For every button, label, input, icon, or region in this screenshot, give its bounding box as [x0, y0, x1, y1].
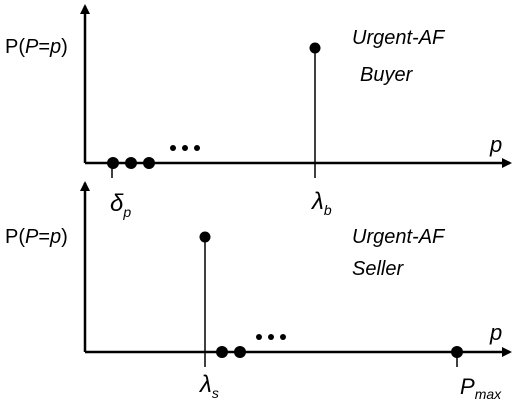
bottom-y-label: P(P=p) [5, 226, 68, 248]
top-y-label: P(P=p) [5, 36, 68, 58]
bottom-ellipsis-dot [256, 334, 262, 340]
top-tick-label-delta: δp [110, 190, 131, 220]
top-stem-point [309, 42, 321, 54]
bottom-title-line1: Urgent-AF [352, 226, 446, 248]
bottom-axis-point [216, 346, 228, 358]
top-ellipsis-dot [170, 145, 176, 151]
top-axis-point [125, 157, 137, 169]
top-x-label: p [489, 132, 502, 157]
bottom-ellipsis-dot [268, 334, 274, 340]
bottom-panel: P(P=p) p Urgent-AF Seller λs Pmax [5, 181, 512, 402]
top-axis-point [143, 157, 155, 169]
bottom-tick-label-pmax: Pmax [460, 374, 502, 402]
bottom-x-label: p [489, 320, 502, 345]
top-tick-label-lambda: λb [310, 188, 332, 218]
bottom-tick-label-lambda: λs [198, 371, 219, 401]
top-title-line2: Buyer [360, 64, 414, 86]
bottom-axis-point [451, 346, 463, 358]
bottom-ellipsis-dot [280, 334, 286, 340]
bottom-axis-point [234, 346, 246, 358]
bottom-stem-point [199, 231, 211, 243]
top-panel: P(P=p) p Urgent-AF Buyer δp λb [5, 4, 512, 220]
top-axis-point [107, 157, 119, 169]
top-title-line1: Urgent-AF [352, 27, 446, 49]
top-ellipsis-dot [182, 145, 188, 151]
bottom-title-line2: Seller [352, 258, 404, 280]
top-ellipsis-dot [194, 145, 200, 151]
